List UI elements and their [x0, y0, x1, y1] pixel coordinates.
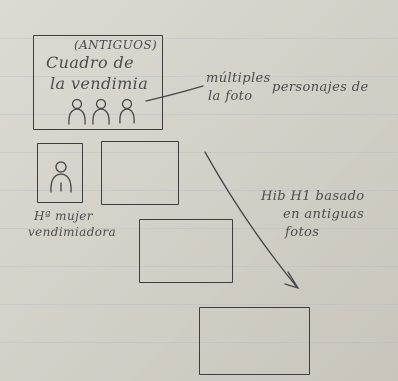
- paper-rule: [0, 38, 398, 39]
- paper-rule: [0, 76, 398, 77]
- paper-rule: [0, 114, 398, 115]
- empty-frame-2: [101, 141, 179, 205]
- note-hib-line1: Hib H1 basado: [261, 189, 365, 204]
- note-hib-line3: fotos: [285, 225, 320, 240]
- note-multiples: múltiples: [206, 71, 271, 86]
- paper-rule: [0, 304, 398, 305]
- paper-rule: [0, 228, 398, 229]
- paper-rule: [0, 266, 398, 267]
- note-la-foto: la foto: [208, 89, 253, 104]
- panel-title-line2: la vendimia: [50, 74, 149, 93]
- mujer-vendimiadora-frame: [37, 143, 83, 203]
- paper-rule: [0, 152, 398, 153]
- panel-title-line1: Cuadro de: [46, 53, 135, 72]
- note-personajes-de: personajes de: [272, 80, 369, 95]
- caption-mujer-line2: vendimiadora: [28, 225, 117, 239]
- note-hib-line2: en antiguas: [283, 207, 365, 222]
- empty-frame-3: [139, 219, 233, 283]
- caption-mujer-line1: Hª mujer: [34, 209, 93, 223]
- paper-rule: [0, 190, 398, 191]
- empty-frame-4: [199, 307, 310, 375]
- arrow-head-icon: [284, 271, 300, 290]
- vendimia-painting-frame: [33, 35, 163, 130]
- antiguos-tag: (ANTIGUOS): [74, 38, 158, 52]
